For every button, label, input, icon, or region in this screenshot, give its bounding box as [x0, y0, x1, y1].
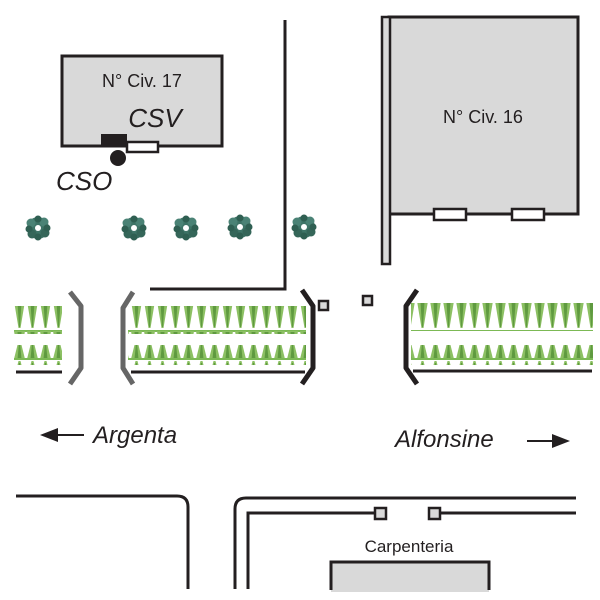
window-icon [510, 207, 546, 222]
direction-argenta-label: Argenta [91, 422, 177, 449]
post-icon [317, 299, 330, 312]
hedge-icon [128, 306, 306, 334]
building-civ17: N° Civ. 17 CSV CSO [56, 54, 224, 196]
tree-icon [291, 214, 317, 240]
block-carpenteria: Carpenteria [233, 496, 576, 592]
block-outline-inner [246, 511, 374, 589]
building-carpenteria [331, 562, 489, 592]
property-boundary-line [150, 20, 287, 291]
tree-row [25, 214, 317, 241]
left-arrow-icon [40, 428, 58, 442]
block-outline-outer [233, 496, 576, 589]
block-outline-left [16, 494, 190, 589]
wall-icon [380, 15, 392, 266]
csv-label: CSV [128, 103, 184, 133]
building-civ17-outline [60, 54, 224, 148]
hedge-left [14, 290, 84, 386]
window-icon [125, 140, 160, 154]
bracket-icon [67, 290, 84, 386]
building-civ16-label: N° Civ. 16 [443, 107, 523, 127]
direction-alfonsine-label: Alfonsine [393, 426, 494, 453]
bracket-icon [299, 288, 316, 386]
building-carpenteria-outline [329, 560, 491, 590]
tree-icon [227, 214, 253, 240]
hedge-icon [14, 345, 62, 365]
tree-icon [25, 215, 51, 241]
building-civ17-label: N° Civ. 17 [102, 71, 182, 91]
hedge-center [120, 288, 330, 386]
direction-alfonsine: Alfonsine [393, 426, 570, 453]
tree-icon [121, 215, 147, 241]
bracket-icon [403, 288, 420, 386]
direction-argenta: Argenta [40, 422, 177, 449]
building-civ16-outline [387, 15, 580, 216]
building-carpenteria-label: Carpenteria [365, 537, 454, 556]
hedge-icon [411, 303, 593, 331]
post-icon [361, 294, 374, 307]
csv-marker-icon [101, 134, 127, 147]
gate-post-icon [427, 506, 442, 521]
tree-icon [173, 215, 199, 241]
hedge-right [403, 288, 593, 386]
cso-marker-icon [110, 150, 126, 166]
hedge-icon [411, 345, 593, 365]
window-icon [432, 207, 468, 222]
right-arrow-icon [552, 434, 570, 448]
hedge-icon [128, 345, 306, 365]
bracket-icon [120, 290, 136, 386]
gate-post-icon [373, 506, 388, 521]
cso-label: CSO [56, 166, 112, 196]
hedge-icon [14, 306, 62, 334]
building-civ16: N° Civ. 16 [380, 15, 580, 266]
